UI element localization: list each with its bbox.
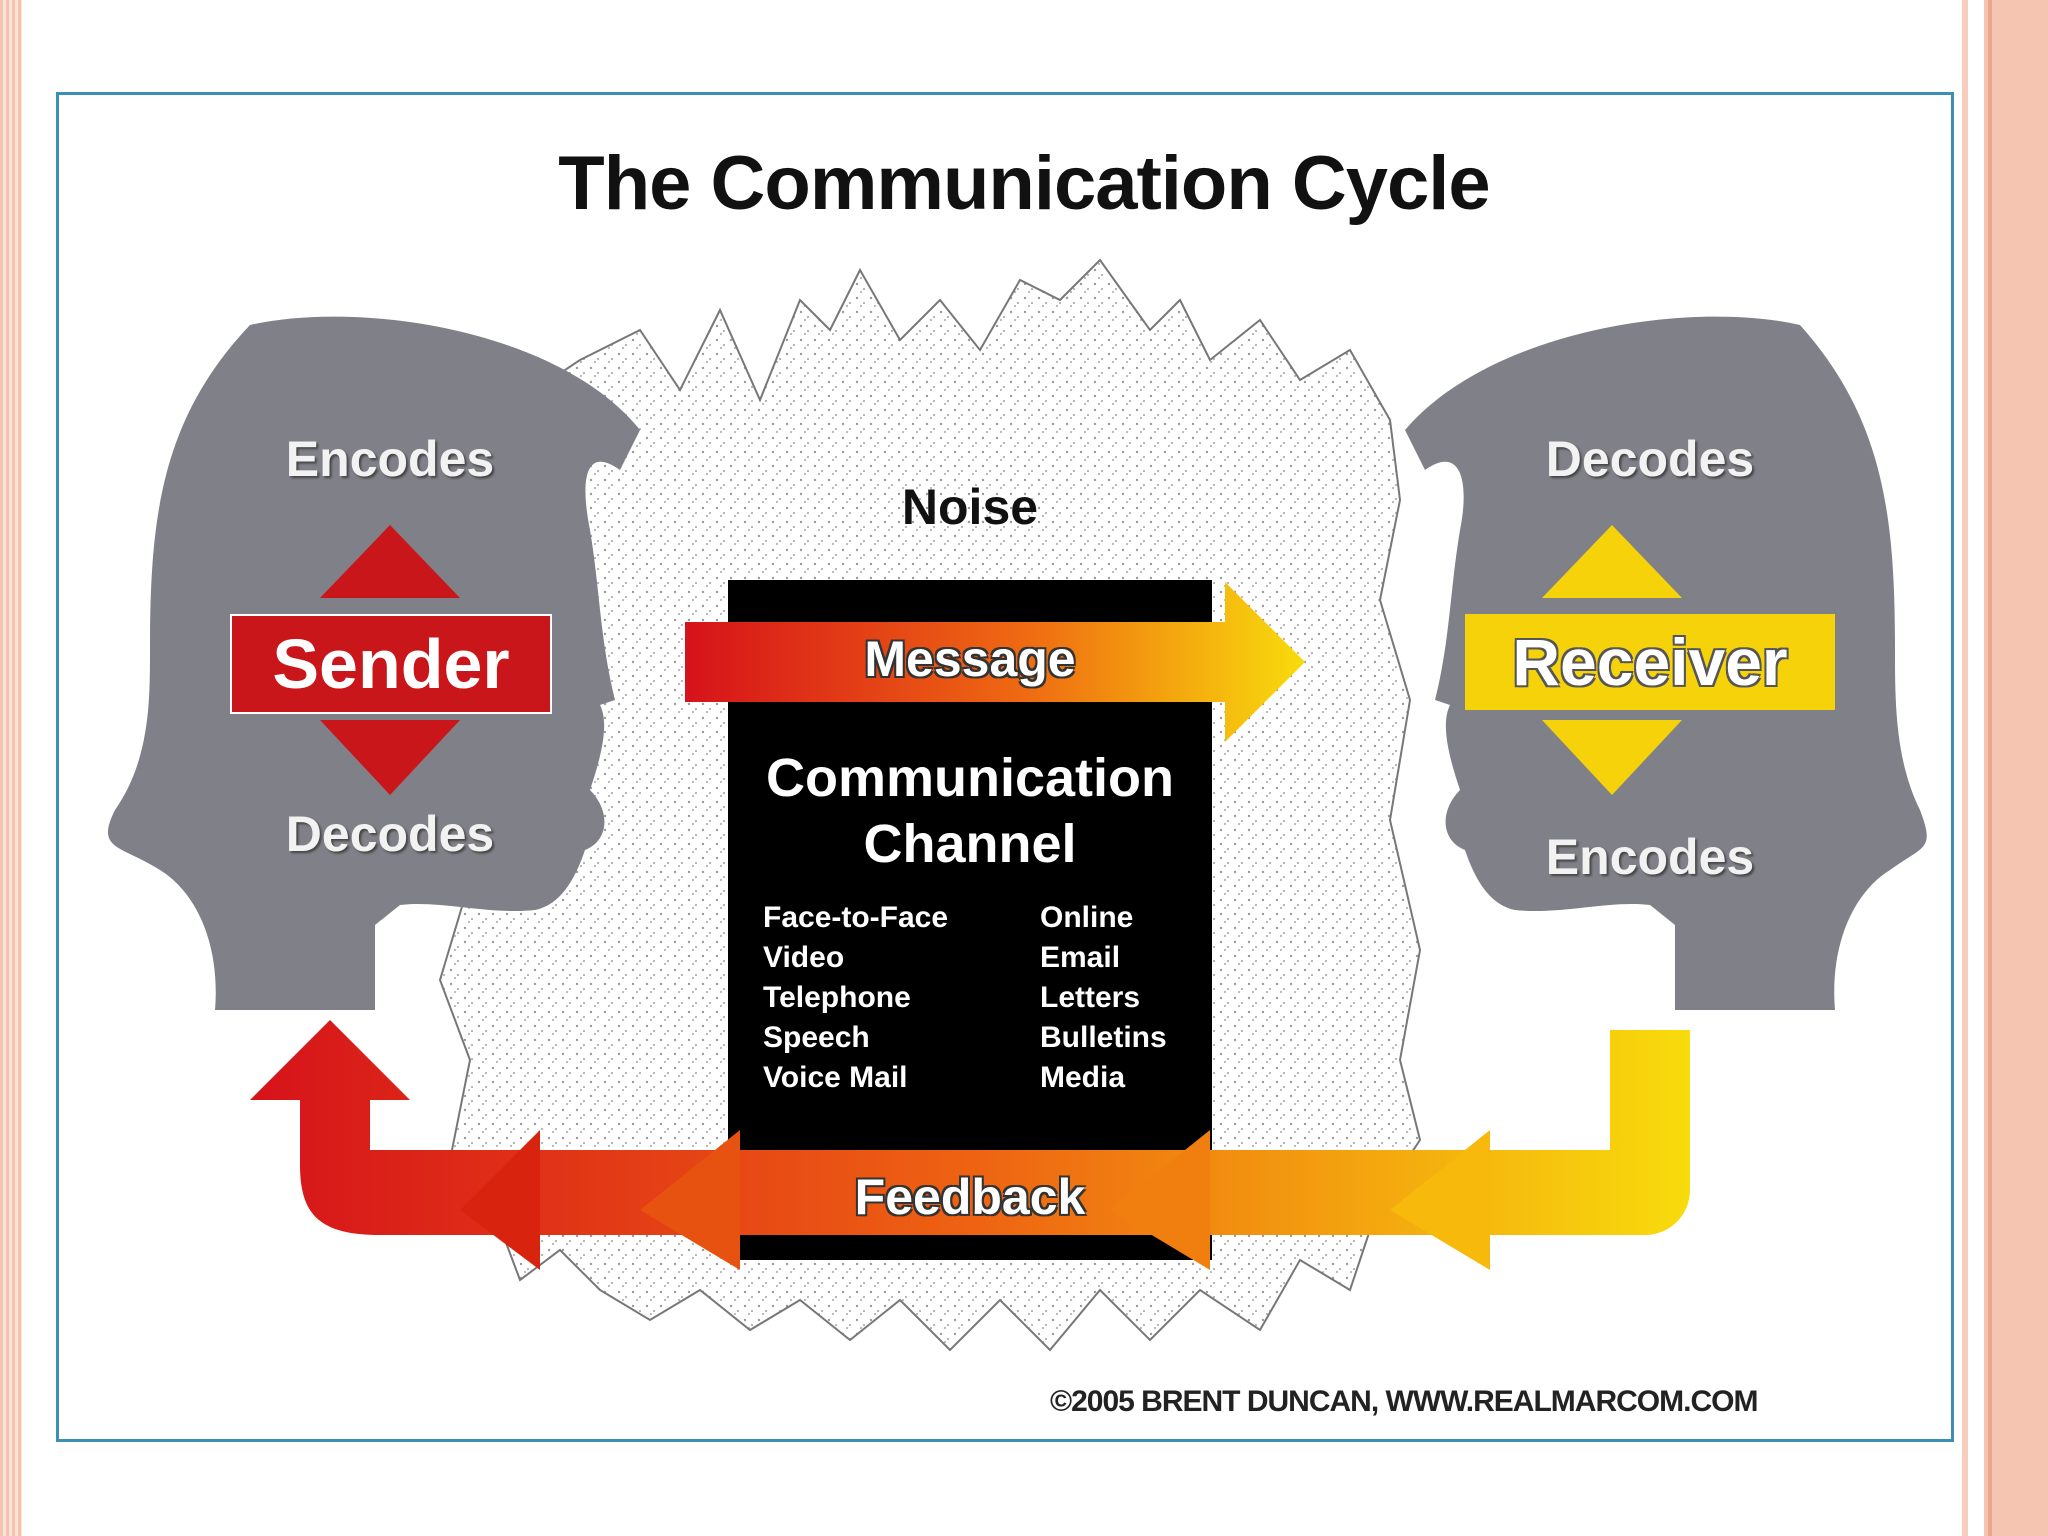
channel-item: Voice Mail [763, 1058, 983, 1098]
channel-list-left: Face-to-Face Video Telephone Speech Voic… [763, 898, 983, 1098]
receiver-label: Receiver [1465, 614, 1835, 710]
channel-item: Speech [763, 1018, 983, 1058]
sender-label: Sender [230, 614, 552, 714]
channel-item: Media [1040, 1058, 1200, 1098]
channel-item: Video [763, 938, 983, 978]
channel-item: Bulletins [1040, 1018, 1200, 1058]
noise-label: Noise [870, 478, 1070, 536]
channel-item: Letters [1040, 978, 1200, 1018]
diagram-title: The Communication Cycle [0, 140, 2048, 227]
copyright-credit: ©2005 BRENT DUNCAN, WWW.REALMARCOM.COM [1050, 1385, 1930, 1419]
channel-list-right: Online Email Letters Bulletins Media [1040, 898, 1200, 1098]
channel-title: Communication Channel [728, 745, 1212, 877]
receiver-encodes-label: Encodes [1500, 828, 1800, 886]
channel-title-line-1: Communication [728, 745, 1212, 811]
channel-item: Email [1040, 938, 1200, 978]
sender-encodes-label: Encodes [240, 430, 540, 488]
receiver-decodes-label: Decodes [1500, 430, 1800, 488]
channel-item: Telephone [763, 978, 983, 1018]
sender-decodes-label: Decodes [240, 805, 540, 863]
feedback-label: Feedback [820, 1168, 1120, 1226]
channel-item: Face-to-Face [763, 898, 983, 938]
message-label: Message [820, 630, 1120, 688]
channel-item: Online [1040, 898, 1200, 938]
channel-title-line-2: Channel [728, 811, 1212, 877]
